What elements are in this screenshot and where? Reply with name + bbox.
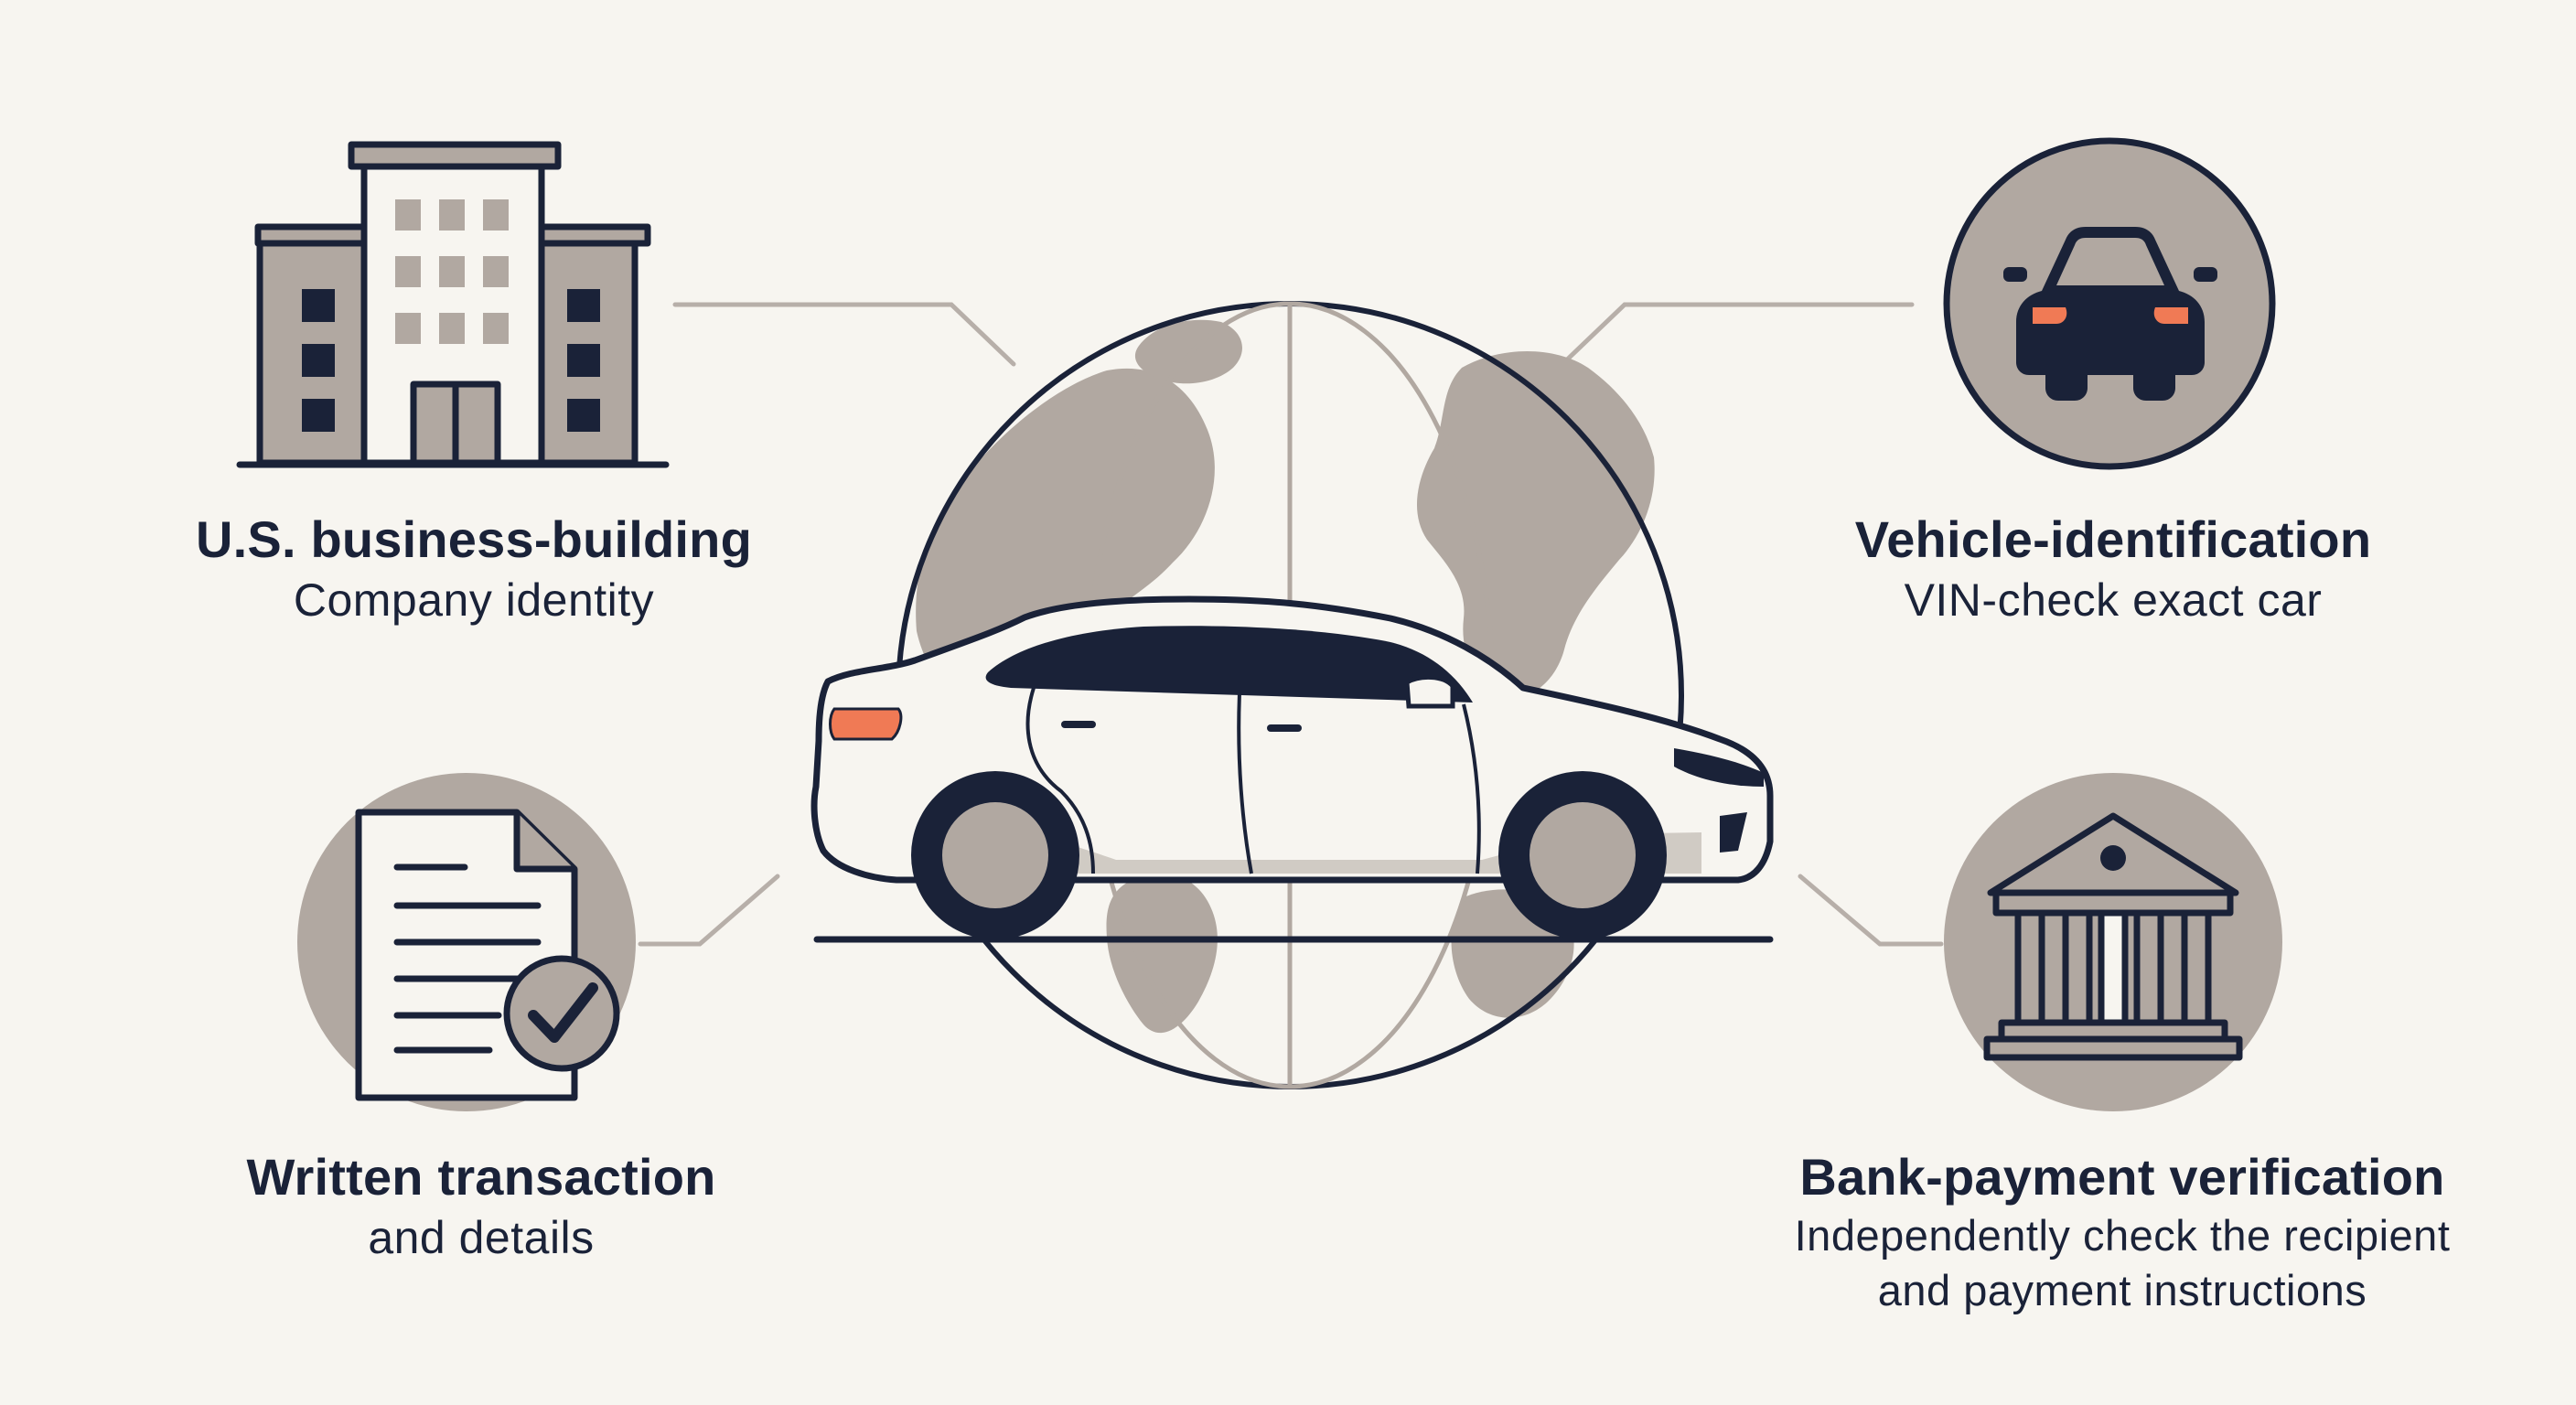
feature-title-bottom-right: Bank-payment verification [1799,1148,2445,1206]
car-front-headlight-right [2153,307,2188,324]
connector-top-right [1560,302,1915,367]
car-wheel-rear [911,771,1079,939]
car-wheel-front [1498,771,1667,939]
connector-bottom-right [1798,874,1944,947]
bank-column-1 [2014,909,2045,1026]
car-door-line-middle [1237,692,1253,874]
bank-base-bottom [1983,1035,2243,1061]
car-front-icon [1943,137,2276,470]
connector-lines [638,302,1944,947]
car-door-line-front [1025,687,1095,874]
feature-subtitle-top-right: VIN-check exact car [1904,574,2323,626]
document-text-lines [393,863,542,1054]
continent-europe-africa [1416,351,1655,698]
car-front-mirror-left [2003,267,2027,282]
continent-greenland [1134,319,1242,384]
car-window [985,626,1473,702]
bank-emblem [2100,845,2126,871]
car-illustration [810,595,1774,939]
car-front-vent [1720,812,1747,853]
car-door-handle-rear [1267,724,1302,732]
car-front-headlight-left [2033,307,2067,324]
bank-column-4 [2181,909,2212,1026]
bank-column-3 [2133,909,2164,1026]
feature-caption-bottom-right: Bank-payment verification Independently … [1701,1146,2543,1318]
document-checkmark-icon [297,773,636,1111]
office-building-windows [395,199,509,344]
car-taillight [829,707,903,741]
continent-south-america [1106,873,1218,1034]
feature-caption-bottom-left: Written transaction and details [106,1146,856,1267]
document-fold [513,812,574,873]
feature-subtitle-top-left: Company identity [293,574,655,626]
car-headlight [1674,748,1764,787]
bank-center-column [2098,909,2129,1026]
connector-top-left [672,302,1016,367]
car-side-mirror [1404,675,1455,709]
connector-bottom-left [638,874,780,947]
feature-caption-top-right: Vehicle-identification VIN-check exact c… [1738,509,2488,629]
feature-caption-top-left: U.S. business-building Company identity [99,509,849,629]
car-door-handle-front [1061,721,1096,728]
office-building-wing-windows [302,289,600,432]
bank-column-2 [2062,909,2093,1026]
car-front-windshield [2056,238,2164,285]
feature-subtitle-bottom-right-line-2: and payment instructions [1877,1266,2367,1314]
car-door-line-rear [1462,703,1481,874]
feature-title-top-right: Vehicle-identification [1854,510,2372,568]
feature-subtitle-bottom-left: and details [368,1212,595,1263]
feature-title-top-left: U.S. business-building [196,510,752,568]
continent-americas [916,368,1215,706]
car-front-mirror-right [2194,267,2217,282]
feature-title-bottom-left: Written transaction [246,1148,716,1206]
bank-building-icon [1944,773,2282,1111]
checkmark-badge-icon [503,955,620,1072]
feature-subtitle-bottom-right-line-1: Independently check the recipient [1794,1211,2451,1260]
